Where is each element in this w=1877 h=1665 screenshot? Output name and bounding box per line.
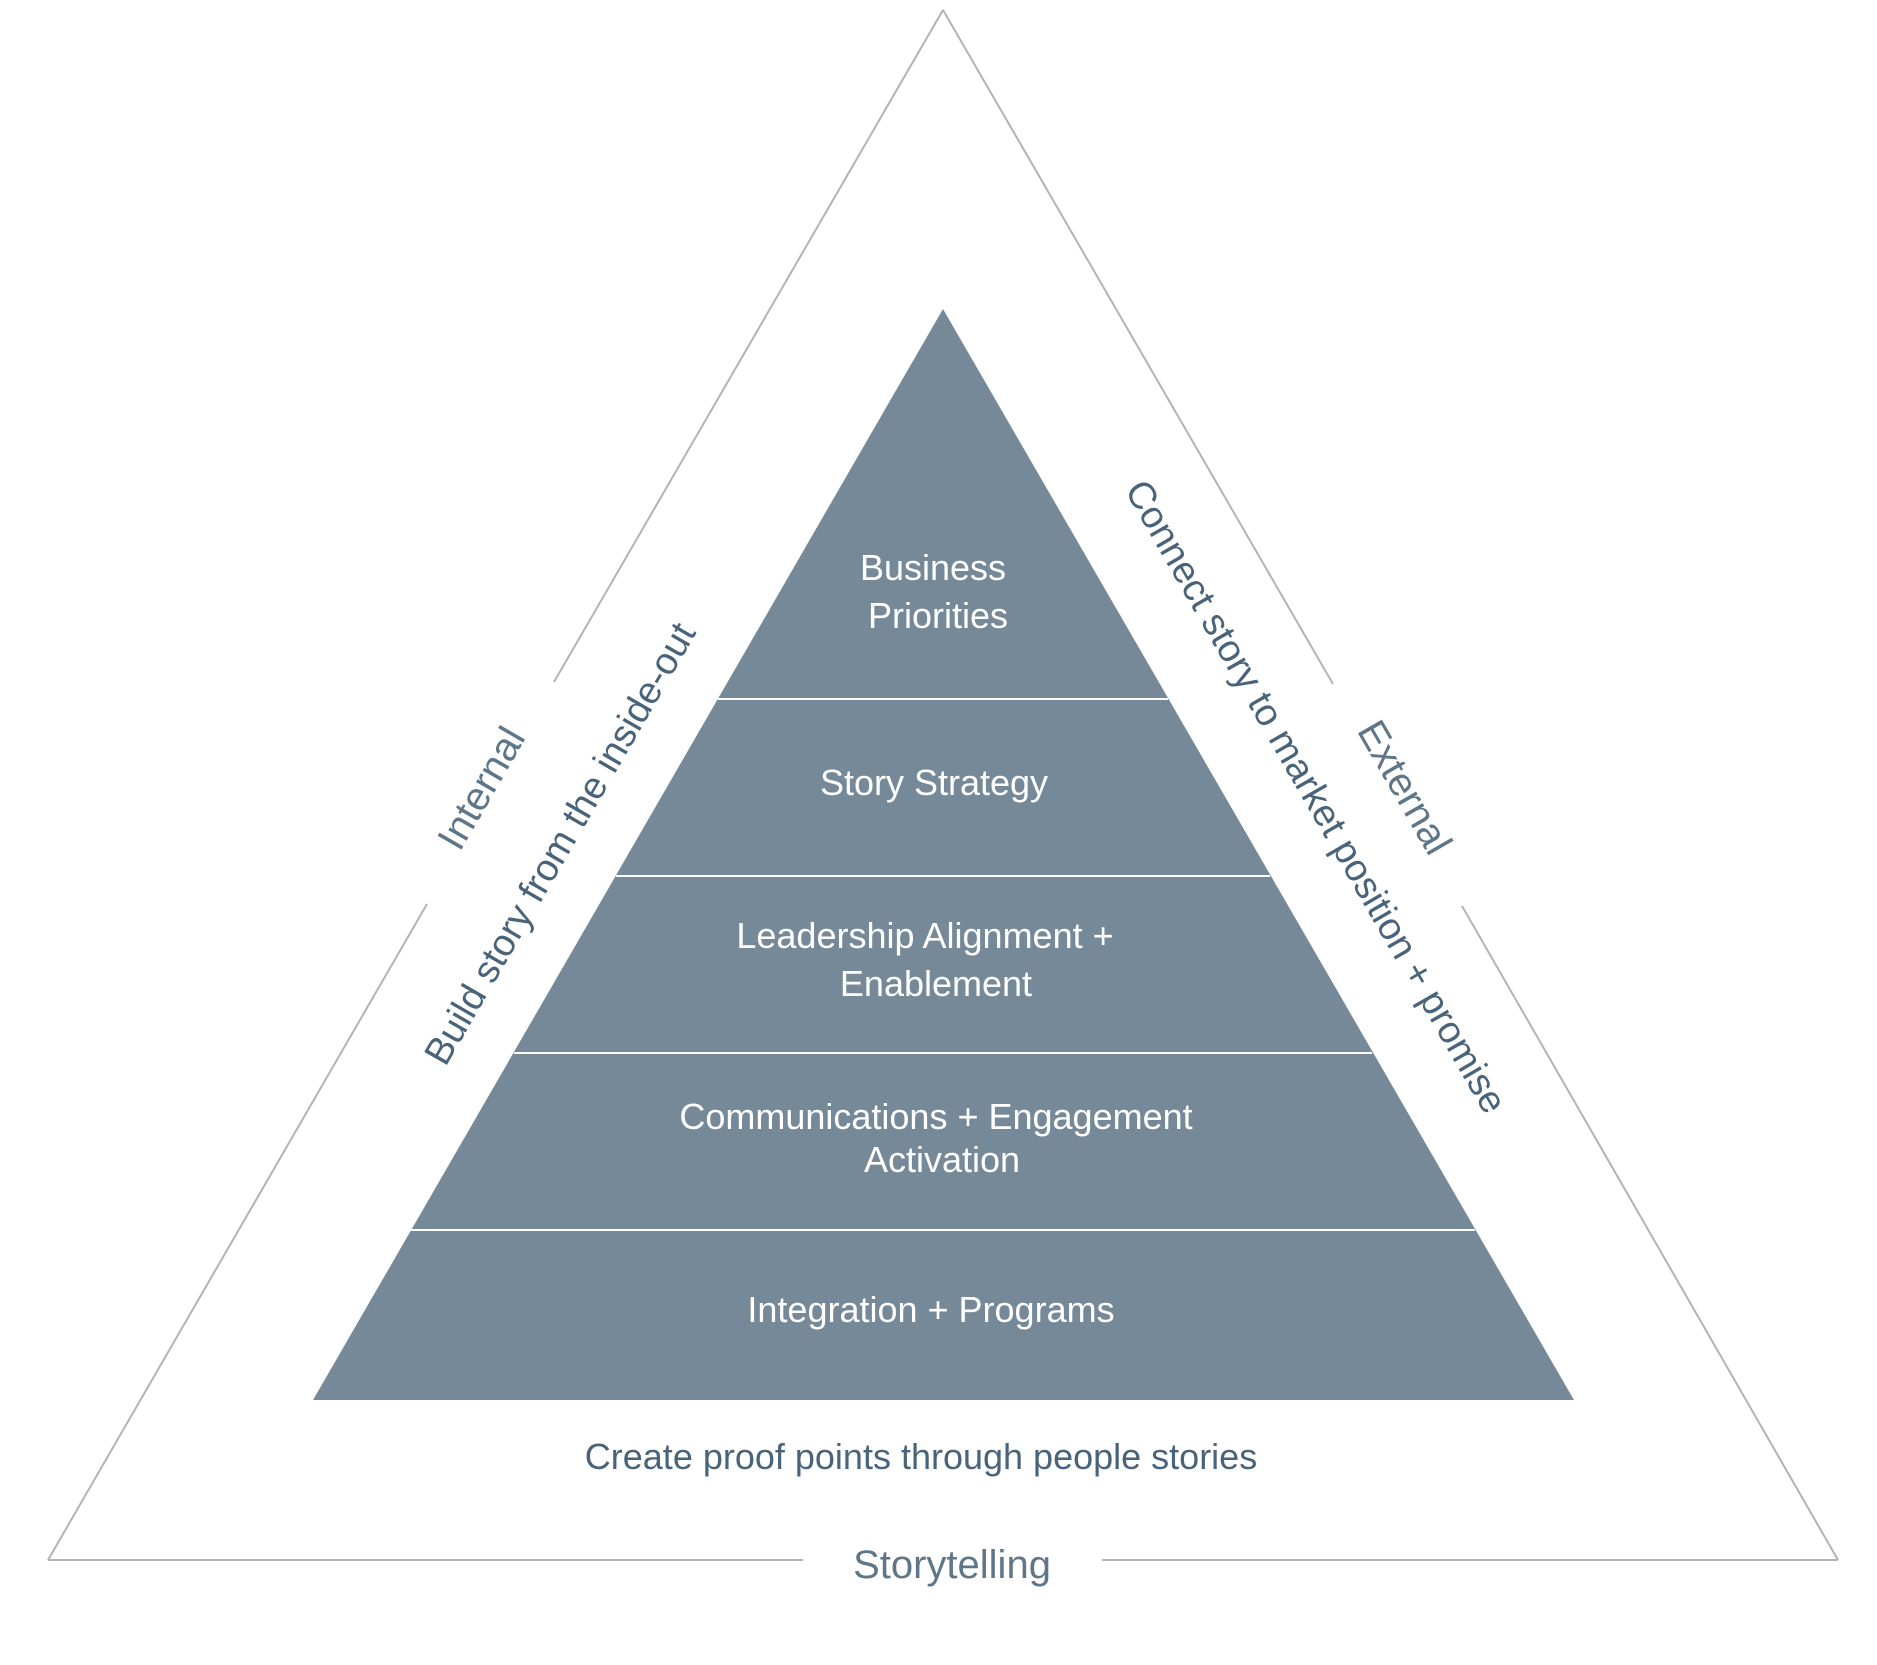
tier-leadership-alignment-line-1: Leadership Alignment + [736, 915, 1113, 956]
label-storytelling: Storytelling [853, 1543, 1051, 1587]
tier-business-priorities: Business Priorities [860, 547, 1016, 636]
tier-communications-engagement-line-2: Activation [864, 1139, 1020, 1180]
tier-communications-engagement: Communications + Engagement Activation [679, 1096, 1202, 1180]
tier-leadership-alignment: Leadership Alignment + Enablement [736, 915, 1123, 1004]
tier-story-strategy: Story Strategy [820, 762, 1048, 803]
outline-left-lower [47, 903, 428, 1561]
label-proof-points: Create proof points through people stori… [585, 1436, 1257, 1477]
tier-dividers [411, 698, 1475, 1231]
tier-leadership-alignment-line-2: Enablement [840, 963, 1032, 1004]
outline-right-upper [942, 9, 1334, 685]
label-internal: Internal [429, 720, 534, 858]
tier-integration-programs-line-1: Integration + Programs [747, 1289, 1114, 1330]
tier-communications-engagement-line-1: Communications + Engagement [679, 1096, 1192, 1137]
outer-triangle-outline [47, 9, 1839, 1561]
tier-story-strategy-line-1: Story Strategy [820, 762, 1048, 803]
tier-business-priorities-line-1: Business [860, 547, 1006, 588]
tier-business-priorities-line-2: Priorities [868, 595, 1008, 636]
outline-right-lower [1461, 905, 1839, 1561]
tier-integration-programs: Integration + Programs [747, 1289, 1114, 1330]
pyramid-body [313, 309, 1574, 1400]
outline-left-upper [553, 9, 944, 683]
